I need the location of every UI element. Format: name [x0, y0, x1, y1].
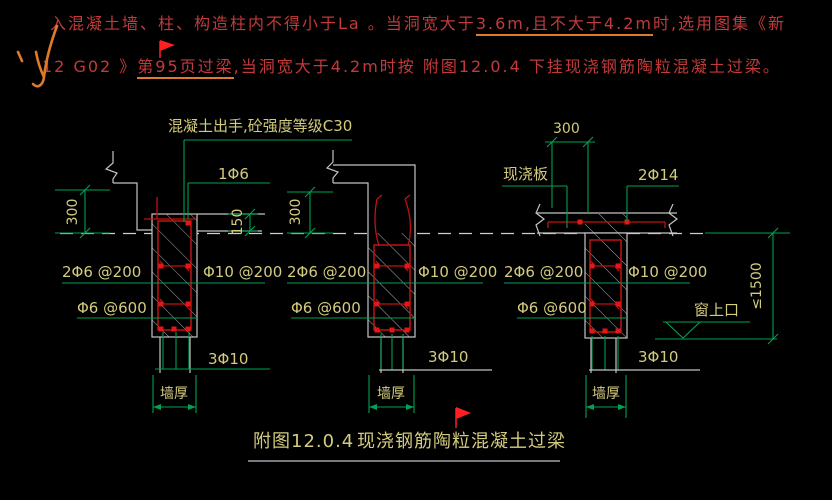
detail-1-wall-dim: 墙厚 [152, 375, 197, 413]
slab-label-leader [502, 185, 568, 228]
orange-check-mark [16, 24, 59, 88]
beam-outline [151, 213, 198, 338]
mid-bar-label: Φ10 @200 [628, 263, 707, 281]
bottom-bar-label: 3Φ10 [638, 348, 678, 366]
dim-300-label: 300 [288, 199, 304, 226]
concrete-note-leader [183, 139, 352, 222]
detail-2-rebar [373, 194, 412, 333]
side-bar-label: 2Φ6 @200 [504, 263, 583, 281]
bottom-bar-label: 3Φ10 [208, 350, 248, 368]
note-line-2-pre: 12 G02 》 [42, 57, 138, 76]
tie-bar-label: Φ6 @600 [77, 299, 147, 317]
note-line-1-post: 时,选用图集《新 [652, 14, 787, 33]
detail-3-wall-dim: 墙厚 [585, 375, 627, 418]
wall-thickness-label: 墙厚 [160, 386, 188, 402]
note-line-1-highlight: 3.6m,且不大于4.2m [475, 14, 653, 36]
height-limit-label: ≤1500 [749, 262, 765, 309]
tie-bar-label: Φ6 @600 [291, 299, 361, 317]
slab-bar-leader [626, 185, 679, 221]
break-line-icon [325, 150, 340, 183]
break-line-icon [535, 203, 678, 237]
note-line-1: 入混凝土墙、柱、构造柱内不得小于La 。当洞宽大于3.6m,且不大于4.2m时,… [50, 10, 787, 36]
wall-thickness-label: 墙厚 [592, 386, 620, 402]
detail-3-dim-300: 300 [545, 121, 595, 213]
beam-hatch [585, 214, 627, 338]
mid-bar-label: Φ10 @200 [418, 263, 497, 281]
figure-title: 现浇钢筋陶粒混凝土过梁 [357, 431, 566, 452]
tie-bar-label: Φ6 @600 [517, 299, 587, 317]
flag-marker-caption [455, 407, 471, 428]
top-bar-label: 1Φ6 [218, 165, 249, 183]
detail-1-dim-300: 300 [55, 184, 110, 239]
beam-outline [584, 232, 628, 339]
detail-1-dim-150: 150 [228, 208, 258, 237]
detail-3-rebar [547, 219, 666, 334]
beam-hatch [368, 233, 415, 337]
detail-1-rebar [144, 197, 196, 332]
detail-2-dim-300: 300 [287, 186, 333, 239]
window-top-label: 窗上口 [694, 301, 739, 319]
detail-2: 300 墙厚 2Φ6 @200 Φ10 @200 Φ6 @600 3Φ10 [287, 150, 497, 413]
flag-marker-top [159, 40, 175, 58]
slab-label: 现浇板 [503, 165, 548, 183]
side-bar-label: 2Φ6 @200 [287, 263, 366, 281]
beam-hatch [152, 214, 197, 337]
detail-3-dim-1500: ≤1500 [705, 227, 790, 345]
slab-bar-label: 2Φ14 [638, 166, 678, 184]
dim-300-label: 300 [553, 121, 580, 137]
detail-1: 300 150 墙厚 1Φ6 2Φ6 @200 Φ10 @200 Φ6 @600… [55, 139, 352, 413]
window-top-level-mark: 窗上口 [655, 301, 777, 340]
side-bar-label: 2Φ6 @200 [62, 263, 141, 281]
detail-2-wall-dim: 墙厚 [368, 375, 415, 413]
detail-3: 300 墙厚 窗上口 ≤1500 现浇板 2Φ14 2Φ6 @200 Φ10 @… [502, 121, 790, 418]
dim-300-label: 300 [65, 199, 81, 226]
note-line-2-highlight: 第95页过梁 [137, 57, 234, 79]
note-line-2-post: ,当洞宽大于4.2m时按 附图12.0.4 下挂现浇钢筋陶粒混凝土过梁。 [233, 57, 781, 76]
concrete-strength-note: 混凝土出手,砼强度等级C30 [168, 117, 352, 135]
figure-caption: 附图12.0.4 现浇钢筋陶粒混凝土过梁 [248, 431, 566, 462]
note-line-1-pre: 入混凝土墙、柱、构造柱内不得小于La 。当洞宽大于 [50, 14, 476, 33]
break-line-icon [104, 151, 118, 183]
note-line-2: 12 G02 》第95页过梁,当洞宽大于4.2m时按 附图12.0.4 下挂现浇… [42, 53, 781, 79]
wall-thickness-label: 墙厚 [377, 386, 405, 402]
dim-150-label: 150 [230, 209, 246, 236]
bottom-bar-label: 3Φ10 [428, 348, 468, 366]
figure-number: 附图12.0.4 [253, 431, 354, 452]
mid-bar-label: Φ10 @200 [203, 263, 282, 281]
top-bar-leader [187, 182, 270, 219]
